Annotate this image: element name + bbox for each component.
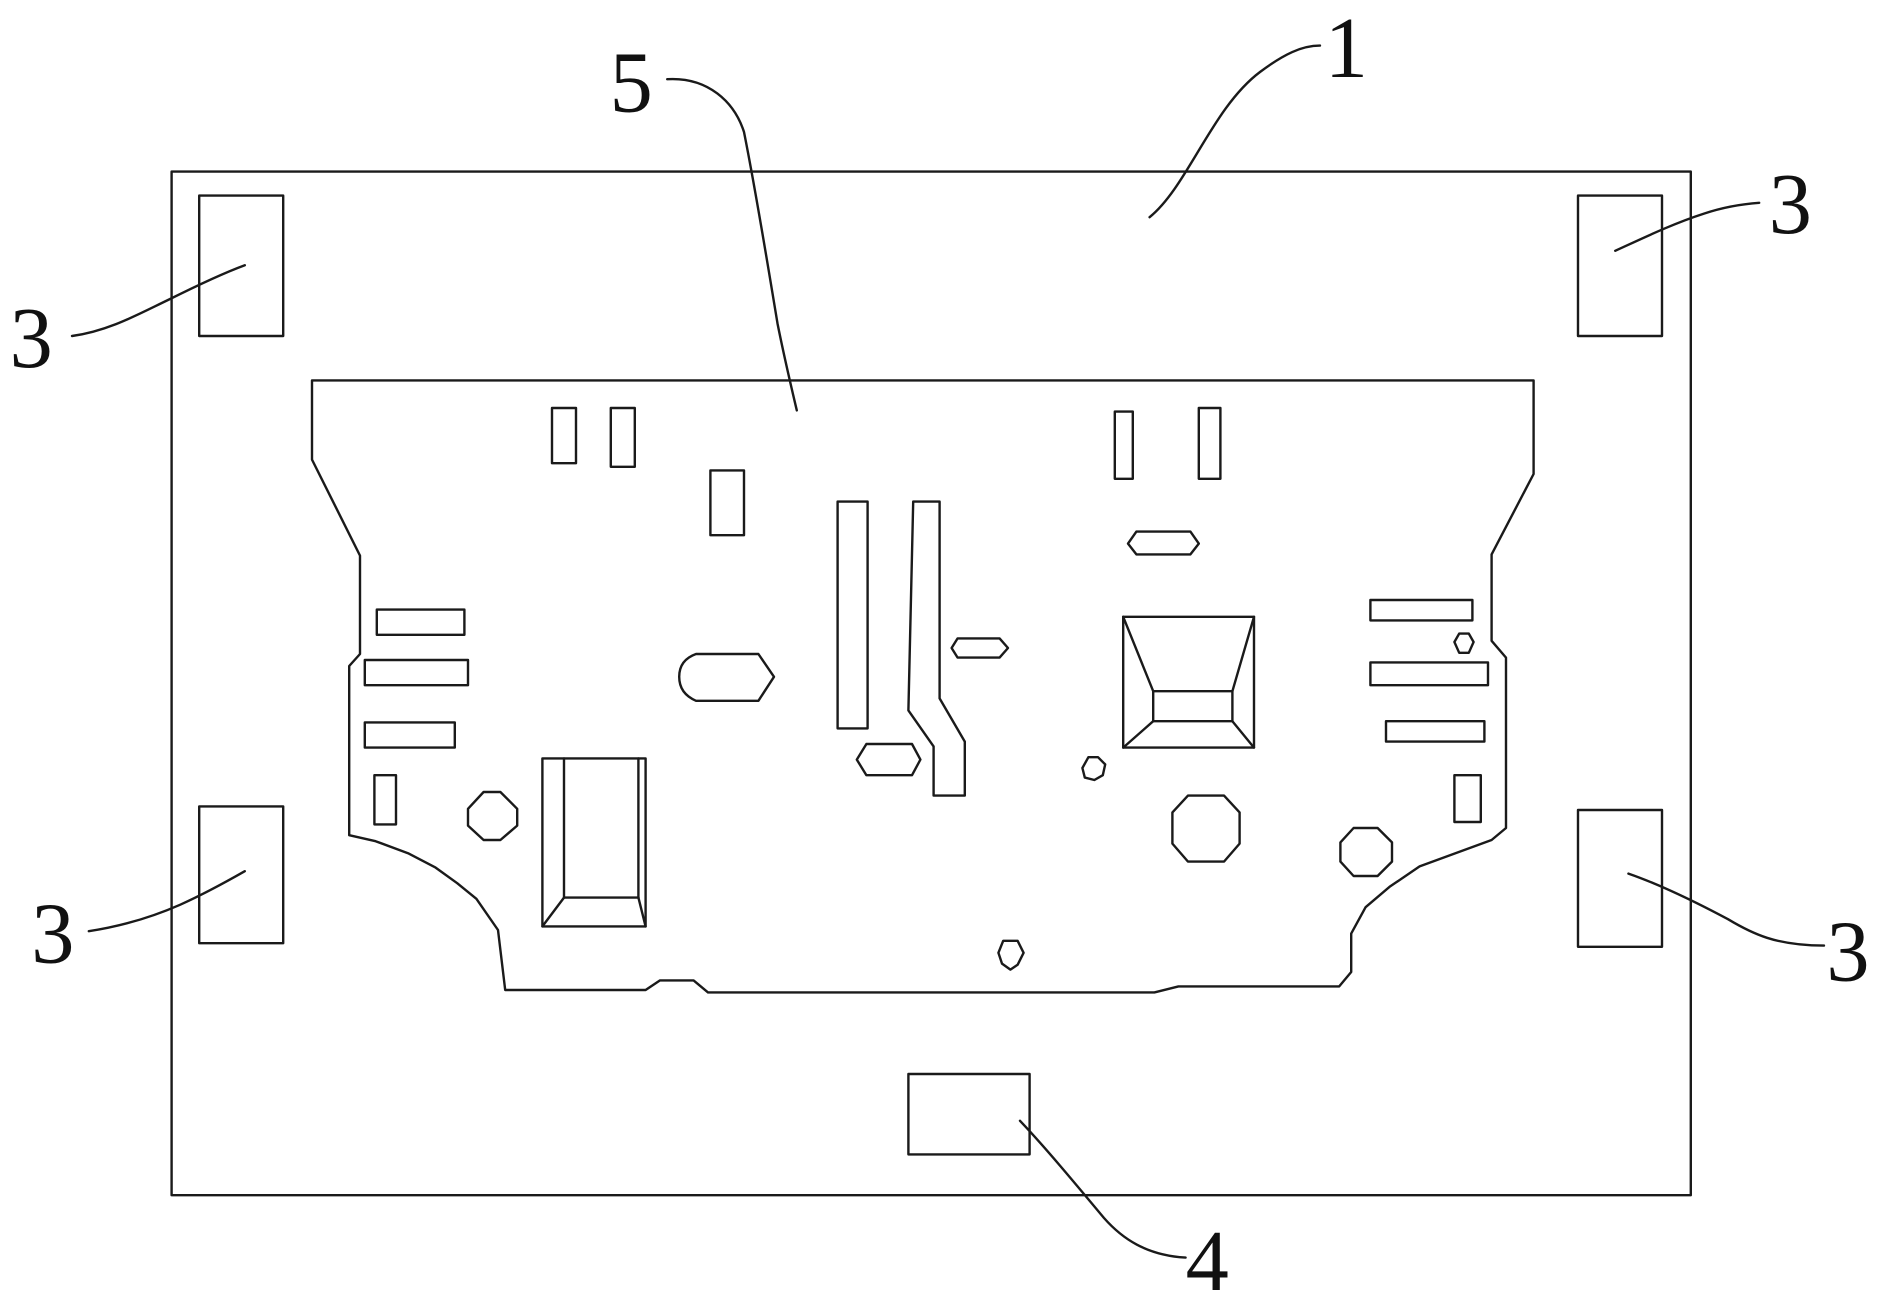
left-slot-3 [363,721,457,749]
label-3-bottom-left: 3 [31,885,74,981]
oval-cutout-left [678,652,776,703]
leader-line-3-top-right [1614,201,1761,253]
drawing-content: 1 5 3 3 3 3 4 [10,0,1870,1306]
small-circle-center [1081,756,1107,782]
hex-cutout-top-right [1126,530,1201,556]
right-pyramid-component [1122,615,1256,749]
label-3-top-right: 3 [1769,156,1812,252]
top-slot-2 [609,406,637,469]
label-5: 5 [610,35,653,131]
right-slot-1 [1369,598,1474,622]
hex-cutout-center [855,742,922,777]
leader-line-3-bottom-right [1627,872,1826,947]
leader-line-4 [1018,1119,1187,1259]
right-slot-3 [1384,720,1486,743]
right-slot-2 [1369,661,1490,687]
corner-pad-top-left [198,194,285,338]
corner-pad-top-right [1576,194,1664,338]
right-slot-4 [1453,774,1483,824]
leader-line-3-top-left [70,264,247,338]
left-slot-1 [375,608,466,637]
leader-line-3-bottom-left [87,870,247,933]
bottom-block [907,1072,1031,1156]
leader-line-1 [1148,44,1322,219]
label-4: 4 [1186,1213,1229,1306]
top-slot-3 [709,469,746,537]
left-box-component [541,757,647,928]
base-plate [170,170,1693,1197]
label-3-top-left: 3 [10,290,53,386]
small-circle-right [1453,632,1475,655]
circle-right [1339,826,1394,878]
left-slot-4 [373,774,398,826]
top-slot-5 [1197,406,1222,481]
small-hex-cutout [950,637,1010,659]
left-slot-2 [363,658,470,687]
circle-left [466,790,519,842]
center-long-slot [836,500,869,730]
label-1: 1 [1325,0,1368,96]
board-outline [310,379,1535,994]
small-circle-bottom [997,939,1025,971]
corner-pad-bottom-left [198,805,285,945]
label-3-bottom-right: 3 [1826,903,1869,999]
top-slot-1 [550,406,578,465]
leader-line-5 [666,77,799,412]
center-bent-slot [907,500,967,797]
corner-pad-bottom-right [1576,808,1664,949]
circle-center-right [1171,794,1241,863]
top-slot-4 [1113,410,1135,481]
